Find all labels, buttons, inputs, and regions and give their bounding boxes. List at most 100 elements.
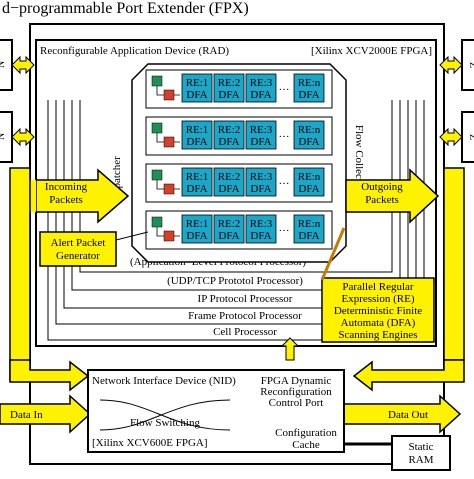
right-return-arrow — [352, 359, 465, 392]
left-module-bottom-label: N — [0, 133, 7, 140]
dfa-engine — [181, 167, 213, 197]
dfa-engine — [293, 120, 325, 150]
dfa-engine-label: RE:3 — [250, 124, 273, 136]
engine-row: RE:1DFARE:2DFARE:3DFARE:nDFA… — [145, 69, 333, 109]
dfa-engine-label: RE:1 — [186, 124, 209, 136]
alert-label-1: Alert Packet — [51, 237, 106, 249]
parallel-note-3: Deterministic Finite — [334, 305, 422, 317]
outgoing-arrow — [345, 168, 440, 224]
dfa-engine-label: RE:2 — [218, 171, 241, 183]
reconfig-port-3: Control Port — [269, 397, 324, 409]
left-bottom-double-arrow — [11, 127, 35, 147]
parallel-note-box — [321, 277, 435, 343]
dfa-engine — [245, 167, 277, 197]
nid-fpga-label: [Xilinx XCV600E FPGA] — [92, 437, 208, 449]
dfa-engine-label: DFA — [218, 89, 239, 101]
dfa-engine — [293, 73, 325, 103]
processor-frame-label: Frame Protocol Processor — [188, 310, 302, 322]
dfa-engine-label: DFA — [186, 136, 207, 148]
dfa-engine-label: DFA — [250, 89, 271, 101]
dfa-engine-label: DFA — [250, 230, 271, 242]
diagram-title: d−programmable Port Extender (FPX) — [2, 0, 249, 17]
dfa-engine — [181, 120, 213, 150]
data-out-label: Data Out — [388, 409, 428, 421]
data-in-label: Data In — [10, 409, 43, 421]
alert-block — [163, 230, 175, 242]
dfa-engine-label: DFA — [298, 230, 319, 242]
config-cache-1: Configuration — [275, 427, 337, 439]
engine-row: RE:1DFARE:2DFARE:3DFARE:nDFA… — [145, 163, 333, 203]
dfa-engine — [245, 73, 277, 103]
alert-block — [163, 136, 175, 148]
dfa-engine-label: RE:1 — [186, 77, 209, 89]
flow-collector-label: Flow Collector — [353, 125, 365, 192]
parallel-note-5: Scanning Engines — [338, 329, 417, 341]
dfa-engine-label: RE:3 — [250, 171, 273, 183]
engine-row-link — [156, 86, 180, 96]
engine-ellipsis: … — [279, 222, 290, 234]
alert-block — [163, 89, 175, 101]
dfa-engine-label: DFA — [186, 183, 207, 195]
nid-to-rad-arrow — [280, 337, 300, 361]
reconfig-port-2: Reconfiguration — [260, 386, 332, 398]
right-module-bottom-label: Z — [467, 134, 474, 140]
dfa-engine-label: DFA — [218, 230, 239, 242]
dfa-engine — [293, 214, 325, 244]
static-ram-1: Static — [408, 441, 433, 453]
engine-ellipsis: … — [279, 81, 290, 93]
dispatch-block — [151, 75, 163, 87]
left-return-arrow — [9, 359, 90, 392]
alert-connector — [115, 231, 149, 241]
right-bottom-double-arrow — [439, 127, 463, 147]
dfa-engine-label: DFA — [298, 89, 319, 101]
rad-fpga-label: [Xilinx XCV2000E FPGA] — [311, 45, 432, 57]
dfa-engine — [245, 214, 277, 244]
dfa-engine-label: RE:2 — [218, 218, 241, 230]
dfa-engine-label: RE:1 — [186, 171, 209, 183]
side-arrows — [11, 55, 463, 147]
engine-row-link — [156, 227, 180, 237]
dfa-engine-label: RE:n — [298, 124, 321, 136]
engine-row-link — [156, 180, 180, 190]
static-ram-2: RAM — [408, 454, 433, 466]
alert-label-2: Generator — [56, 250, 100, 262]
dfa-engine-label: DFA — [218, 183, 239, 195]
dfa-engine-label: RE:1 — [186, 218, 209, 230]
data-out-arrow — [343, 394, 462, 434]
dfa-engine — [213, 73, 245, 103]
parallel-note-pointer — [320, 227, 346, 281]
config-cache-2: Cache — [292, 439, 320, 451]
dfa-engine-label: RE:n — [298, 218, 321, 230]
alert-block — [163, 183, 175, 195]
processor-udp-label: (UDP/TCP Prototol Processor) — [167, 275, 303, 287]
dfa-engine-label: RE:3 — [250, 77, 273, 89]
alert-generator-box — [39, 231, 117, 267]
engine-row-link — [156, 133, 180, 143]
dispatch-block — [151, 122, 163, 134]
flow-switching-label: Flow Switching — [130, 417, 200, 429]
left-trunk — [9, 167, 31, 381]
dfa-engine — [213, 167, 245, 197]
left-top-double-arrow — [11, 55, 35, 75]
dispatch-block — [151, 216, 163, 228]
nid-box — [87, 369, 345, 453]
dfa-engine — [213, 120, 245, 150]
dfa-engine-label: RE:2 — [218, 77, 241, 89]
parallel-note-4: Automata (DFA) — [341, 317, 416, 329]
parallel-note-2: Expression (RE) — [341, 293, 414, 305]
dfa-engine — [245, 120, 277, 150]
outgoing-label-2: Packets — [365, 194, 399, 206]
incoming-label-1: Incoming — [45, 181, 88, 193]
dfa-engine-label: DFA — [186, 89, 207, 101]
processor-cell-label: Cell Processor — [213, 326, 277, 338]
left-module-top-label: N — [0, 61, 7, 68]
dfa-engine — [181, 73, 213, 103]
dfa-engine-label: DFA — [186, 230, 207, 242]
dfa-engine — [181, 214, 213, 244]
engine-row: RE:1DFARE:2DFARE:3DFARE:nDFA… — [145, 210, 333, 250]
dfa-engine-label: DFA — [250, 183, 271, 195]
dfa-engine-label: DFA — [298, 136, 319, 148]
outgoing-label-1: Outgoing — [361, 181, 403, 193]
